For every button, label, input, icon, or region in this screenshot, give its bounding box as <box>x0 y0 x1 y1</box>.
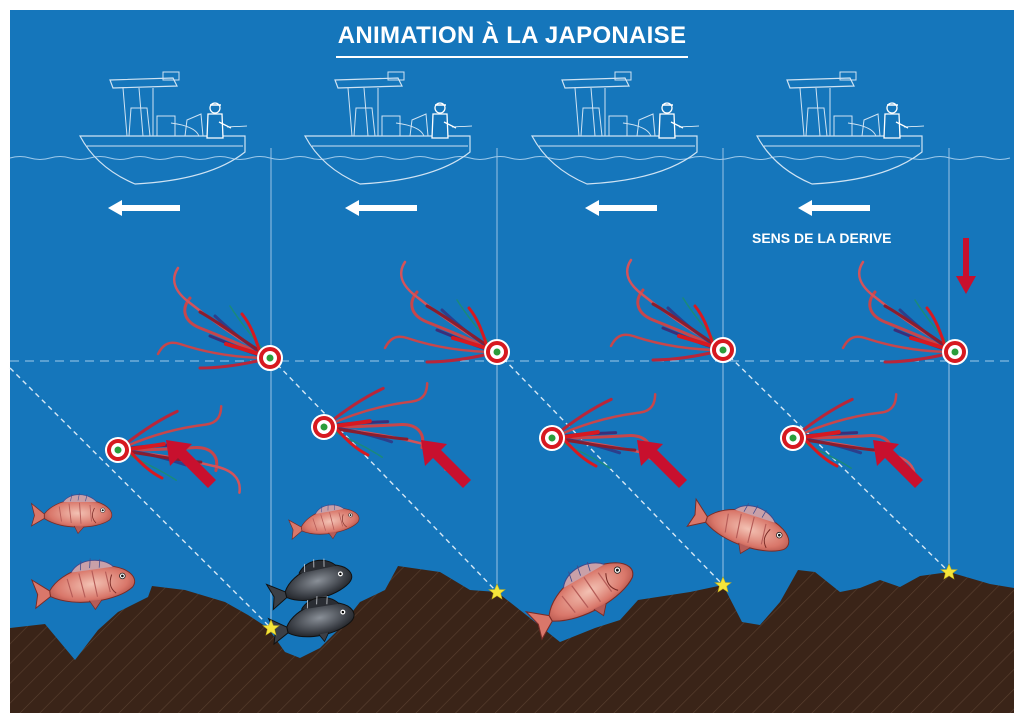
drift-direction-label: SENS DE LA DERIVE <box>752 230 892 246</box>
water-surface <box>9 156 1011 160</box>
rocky-seabed <box>10 566 1014 713</box>
diagram-title: ANIMATION À LA JAPONAISE <box>0 22 1024 58</box>
sink-arrow-icon <box>956 238 976 294</box>
vertical-lines <box>270 148 950 628</box>
